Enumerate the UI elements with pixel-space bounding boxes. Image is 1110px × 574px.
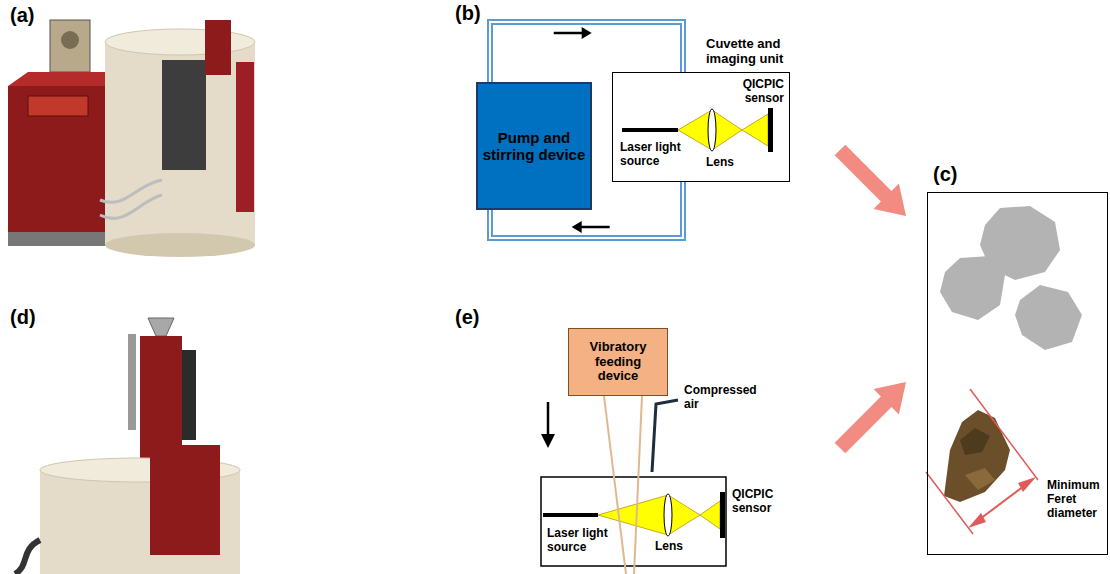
- wet-unit-body: [8, 86, 108, 236]
- label-holder: (b): [455, 2, 489, 25]
- light-beam: [668, 495, 700, 535]
- particle-image: [944, 410, 1010, 502]
- tube-line: [490, 22, 683, 82]
- laser-source: [622, 128, 678, 132]
- housing-top: [105, 29, 255, 55]
- instrument-photo-d: [15, 318, 240, 574]
- imaging-unit-box: [541, 477, 726, 566]
- arrowhead: [572, 221, 582, 233]
- vacuum-hose: [15, 540, 40, 574]
- feeder-box: Vibratory feeding device: [568, 328, 668, 396]
- laser-source: [543, 513, 598, 517]
- particle-texture: [960, 428, 990, 455]
- housing-side-panel: [236, 62, 254, 212]
- flow-arrow-big: [835, 145, 906, 216]
- tube: [100, 195, 162, 218]
- panel-letter: (b): [455, 2, 489, 25]
- process-box: Pump and stirring device: [476, 82, 592, 210]
- light-beam: [742, 114, 768, 146]
- feret-arrowhead: [1018, 477, 1036, 492]
- dispersion-knob: [61, 31, 79, 49]
- label-holder: (d): [10, 306, 50, 329]
- direction-arrow: [580, 226, 610, 229]
- arrowhead: [582, 27, 592, 39]
- particle-stream: [634, 396, 642, 574]
- column-side: [182, 350, 196, 440]
- feret-arrowhead: [968, 513, 986, 528]
- light-beam: [700, 501, 720, 529]
- label-holder: (e): [455, 306, 495, 329]
- component-label: Lens: [700, 156, 740, 170]
- sensor-bar: [720, 492, 725, 538]
- direction-arrow: [554, 32, 584, 35]
- label-holder: Lens: [655, 540, 691, 554]
- particle-silhouette: [1015, 285, 1082, 350]
- dispersion-head: [50, 20, 90, 72]
- wet-unit-display: [28, 96, 88, 116]
- support-rod: [128, 334, 136, 430]
- feret-tangent: [970, 389, 1038, 480]
- label-holder: (a): [10, 4, 50, 27]
- base-red-panel: [150, 445, 220, 555]
- image-panel: Minimum Feret diameter: [927, 192, 1108, 555]
- instrument-photo-a: [8, 20, 255, 257]
- lens-symbol: [664, 494, 672, 536]
- node-label: Cuvette and imaging unit: [706, 37, 798, 67]
- component-label: Laser light source: [620, 141, 692, 169]
- panel-letter: (c): [933, 163, 973, 186]
- flow-arrow-big: [835, 382, 906, 453]
- label-holder: (c): [933, 163, 973, 186]
- flow-arrow: [547, 402, 550, 436]
- component-label: Compressed air: [684, 384, 766, 412]
- feret-tangent: [926, 472, 973, 534]
- feed-funnel: [148, 318, 174, 336]
- sensor-bar: [768, 108, 773, 152]
- particle-silhouette: [940, 256, 1005, 320]
- feret-arrow: [976, 483, 1028, 522]
- node-label: Vibratory feeding device: [573, 340, 663, 385]
- air-nozzle: [652, 400, 678, 472]
- component-label: QICPIC sensor: [712, 78, 784, 106]
- label-holder: Laser light source: [547, 527, 611, 555]
- label-holder: Compressed air: [684, 384, 766, 412]
- flow-arrowhead: [541, 434, 555, 448]
- circulation-line: [490, 22, 683, 82]
- label-holder: QICPIC sensor: [712, 78, 784, 106]
- wet-unit-base: [8, 232, 108, 246]
- light-beam: [598, 495, 668, 535]
- node-label: Minimum Feret diameter: [1047, 479, 1107, 520]
- label-holder: Laser light source: [620, 141, 692, 169]
- component-label: QICPIC sensor: [732, 488, 800, 516]
- tube-line-inner: [490, 22, 683, 82]
- node-label: Pump and stirring device: [482, 129, 586, 164]
- imaging-optics-e: [541, 396, 726, 574]
- label-holder: QICPIC sensor: [732, 488, 800, 516]
- light-beam: [678, 110, 712, 150]
- housing-lid: [205, 20, 231, 75]
- component-label: Lens: [655, 540, 691, 554]
- panel-letter: (a): [10, 4, 50, 27]
- label-holder: Lens: [700, 156, 740, 170]
- component-label: Laser light source: [547, 527, 611, 555]
- panel-letter: (e): [455, 306, 495, 329]
- wet-unit-top: [8, 72, 118, 86]
- housing-opening: [162, 60, 206, 170]
- panel-letter: (d): [10, 306, 50, 329]
- particle-stream: [604, 396, 626, 574]
- particle-texture: [965, 468, 995, 490]
- lens-symbol: [708, 109, 716, 151]
- housing-base: [105, 233, 255, 257]
